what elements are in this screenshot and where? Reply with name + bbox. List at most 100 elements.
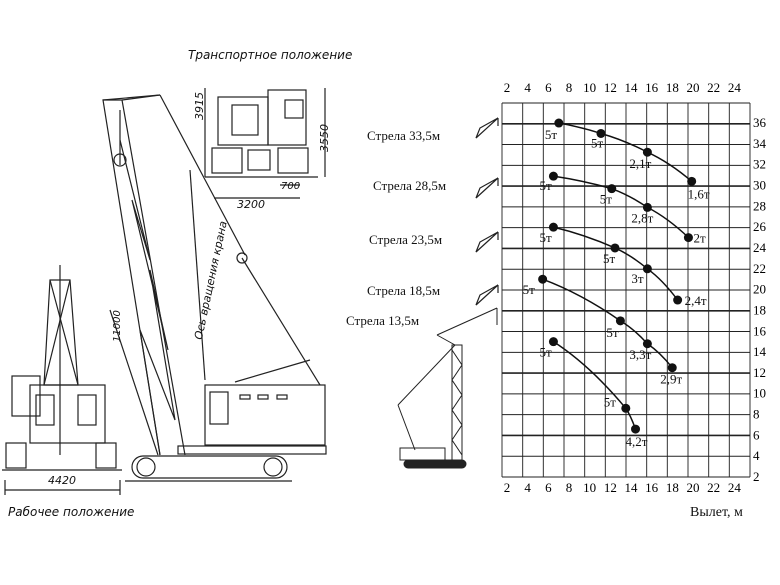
- y-tick-label: 22: [753, 261, 766, 276]
- data-point: [642, 202, 652, 212]
- y-tick-label: 26: [753, 219, 767, 234]
- data-label: 2,4т: [685, 293, 707, 308]
- x-axis-label: Вылет, м: [690, 505, 743, 520]
- x-tick-label: 14: [625, 480, 639, 495]
- x-tick-label: 10: [583, 80, 596, 95]
- y-tick-label: 18: [753, 302, 766, 317]
- y-tick-label: 4: [753, 448, 760, 463]
- x-tick-label: 22: [707, 80, 720, 95]
- boom-icon: [475, 117, 499, 139]
- side-view: [102, 94, 327, 482]
- transport-title: Транспортное положение: [188, 48, 353, 62]
- x-tick-label: 8: [566, 480, 573, 495]
- data-point: [642, 339, 652, 349]
- data-label: 5т: [600, 192, 613, 207]
- data-point: [687, 176, 697, 186]
- data-label: 5т: [591, 135, 604, 150]
- dim-4420: 4420: [48, 474, 76, 487]
- load-curve: [542, 278, 673, 369]
- data-point: [621, 403, 631, 413]
- boom-icons: [475, 117, 499, 306]
- x-tick-label: 4: [524, 480, 531, 495]
- y-tick-label: 8: [753, 407, 760, 422]
- boom-label-28: Стрела 28,5м: [373, 178, 447, 193]
- data-label: 1,6т: [688, 186, 710, 201]
- y-tick-label: 16: [753, 323, 767, 338]
- x-tick-label: 2: [504, 480, 511, 495]
- data-point: [615, 316, 625, 326]
- data-point: [548, 222, 558, 232]
- y-tick-label: 14: [753, 344, 767, 359]
- dim-3915: 3915: [193, 92, 206, 120]
- x-tick-label: 18: [666, 80, 679, 95]
- data-label: 5т: [523, 282, 536, 297]
- load-curve: [553, 341, 637, 430]
- x-tick-label: 20: [687, 80, 700, 95]
- y-tick-label: 28: [753, 198, 766, 213]
- boom-label-23: Стрела 23,5м: [369, 232, 443, 247]
- data-point: [683, 233, 693, 243]
- load-curve: [553, 175, 689, 239]
- data-label: 2т: [693, 231, 706, 246]
- boom-icon: [475, 177, 499, 199]
- data-label: 3,3т: [629, 347, 651, 362]
- y-tick-label: 32: [753, 157, 766, 172]
- y-tick-label: 20: [753, 282, 766, 297]
- x-tick-label: 22: [707, 480, 720, 495]
- x-tick-label: 20: [687, 480, 700, 495]
- x-tick-label: 16: [645, 480, 659, 495]
- dim-11000: 11000: [112, 310, 123, 342]
- x-tick-label: 6: [545, 480, 552, 495]
- x-tick-label: 4: [524, 80, 531, 95]
- data-label: 5т: [539, 178, 552, 193]
- small-crane-icon: [397, 307, 498, 469]
- x-tick-label: 24: [728, 80, 742, 95]
- x-tick-label: 10: [583, 480, 596, 495]
- transport-view: [204, 88, 326, 199]
- dim-700: 700: [281, 181, 301, 192]
- y-tick-label: 10: [753, 386, 766, 401]
- x-tick-label: 6: [545, 80, 552, 95]
- y-tick-label: 24: [753, 240, 767, 255]
- data-point: [610, 243, 620, 253]
- data-point: [554, 118, 564, 128]
- load-curve: [553, 226, 679, 301]
- x-tick-label: 18: [666, 480, 679, 495]
- y-tick-label: 2: [753, 469, 760, 484]
- data-label: 2,9т: [660, 372, 682, 387]
- data-point: [631, 424, 641, 434]
- load-curve: [558, 122, 693, 182]
- boom-label-18: Стрела 18,5м: [367, 283, 441, 298]
- data-point: [548, 171, 558, 181]
- dim-3200: 3200: [237, 198, 265, 211]
- data-label: 2,1т: [629, 156, 651, 171]
- front-view: [2, 265, 122, 495]
- x-tick-label: 24: [728, 480, 742, 495]
- data-label: 5т: [604, 394, 617, 409]
- data-point: [673, 295, 683, 305]
- boom-label-13: Стрела 13,5м: [346, 313, 420, 328]
- data-point: [642, 264, 652, 274]
- data-label: 5т: [545, 127, 558, 142]
- data-point: [642, 147, 652, 157]
- data-label: 4,2т: [626, 434, 648, 449]
- boom-label-33: Стрела 33,5м: [367, 128, 441, 143]
- y-tick-label: 36: [753, 115, 767, 130]
- boom-icon: [475, 231, 499, 253]
- x-tick-label: 2: [504, 80, 511, 95]
- x-tick-label: 8: [566, 80, 573, 95]
- y-tick-label: 34: [753, 136, 767, 151]
- data-label: 5т: [539, 230, 552, 245]
- data-point: [548, 337, 558, 347]
- data-point: [607, 184, 617, 194]
- data-label: 5т: [539, 345, 552, 360]
- y-tick-label: 6: [753, 427, 760, 442]
- data-point: [538, 274, 548, 284]
- y-tick-label: 30: [753, 178, 766, 193]
- data-point: [667, 363, 677, 373]
- x-tick-label: 12: [604, 80, 617, 95]
- boom-icon: [475, 284, 499, 306]
- dim-3550: 3550: [318, 124, 331, 152]
